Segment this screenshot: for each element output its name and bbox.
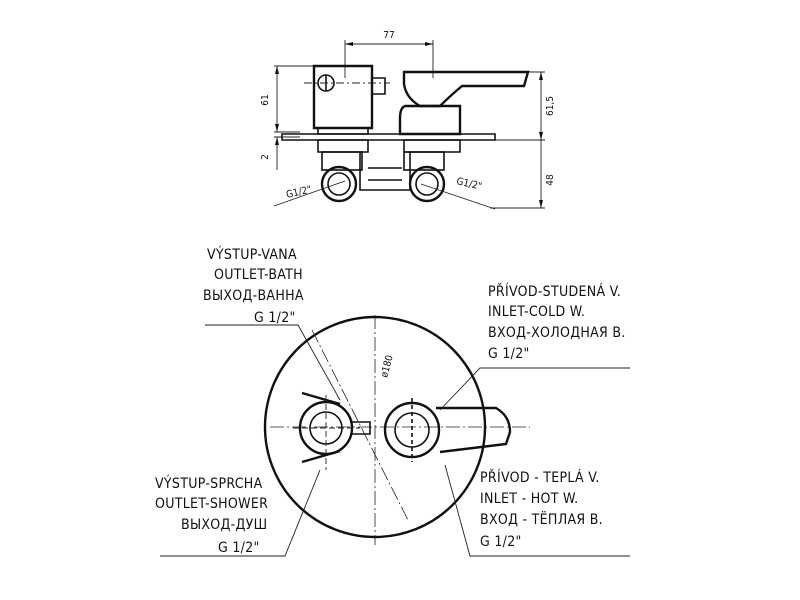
thread-right-label: G1/2" xyxy=(455,176,482,192)
dim-height-61-5: 61,5 xyxy=(545,96,556,116)
inlet-hot-ru: ВХОД - TЁПЛАЯ В. xyxy=(480,510,603,528)
inlet-hot-en: INLET - HOT W. xyxy=(480,491,578,507)
outlet-bath-cz: VÝSTUP-VANA xyxy=(207,246,297,263)
inlet-hot-cz: PŘÍVOD - TEPLÁ V. xyxy=(480,469,600,486)
inlet-cold-thread: G 1/2" xyxy=(488,346,530,362)
outlet-bath-ru: ВЫХОД-ВАННА xyxy=(203,288,304,304)
outlet-shower-ru: ВЫХОД-ДУШ xyxy=(181,517,267,533)
label-outlet-bath: VÝSTUP-VANA OUTLET-BATH ВЫХОД-ВАННА G 1/… xyxy=(203,246,304,326)
outlet-bath-thread: G 1/2" xyxy=(254,310,296,326)
inlet-cold-en: INLET-COLD W. xyxy=(488,304,585,320)
thread-left-label: G1/2" xyxy=(285,184,312,200)
dim-height-61: 61 xyxy=(260,94,271,105)
label-inlet-hot: PŘÍVOD - TEPLÁ V. INLET - HOT W. ВХОД - … xyxy=(480,469,603,550)
dim-gap-2: 2 xyxy=(260,154,271,160)
outlet-shower-en: OUTLET-SHOWER xyxy=(155,496,268,512)
outlet-shower-cz: VÝSTUP-SPRCHA xyxy=(155,475,263,492)
side-view: 77 61 2 61,5 48 xyxy=(260,30,556,210)
dim-depth-48: 48 xyxy=(545,174,556,186)
outlet-bath-en: OUTLET-BATH xyxy=(214,267,303,283)
outlet-shower-thread: G 1/2" xyxy=(218,540,260,556)
dim-diameter: ø180 xyxy=(379,354,396,379)
inlet-hot-thread: G 1/2" xyxy=(480,534,522,550)
inlet-cold-cz: PŘÍVOD-STUDENÁ V. xyxy=(488,283,621,300)
label-inlet-cold: PŘÍVOD-STUDENÁ V. INLET-COLD W. ВХОД-ХОЛ… xyxy=(488,283,626,362)
dim-width-77: 77 xyxy=(383,30,394,41)
inlet-cold-ru: ВХОД-ХОЛОДНАЯ В. xyxy=(488,325,626,341)
label-outlet-shower: VÝSTUP-SPRCHA OUTLET-SHOWER ВЫХОД-ДУШ G … xyxy=(155,475,268,556)
